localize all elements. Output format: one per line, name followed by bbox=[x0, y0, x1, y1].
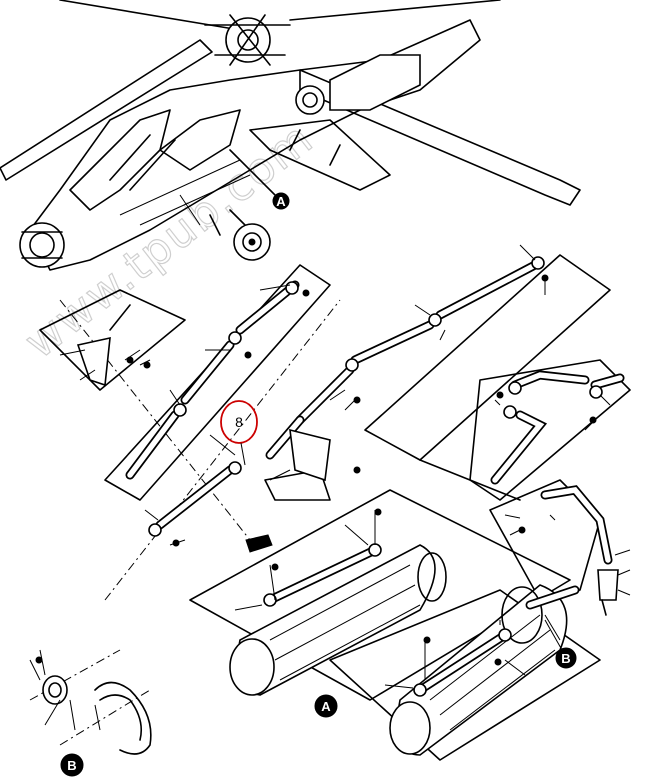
left-tube-assembly bbox=[39, 264, 341, 601]
right-fitting-assembly bbox=[469, 359, 631, 616]
detail-b-label-lower: B bbox=[67, 758, 76, 773]
detail-b-label-right: B bbox=[561, 651, 570, 666]
helicopter-outline bbox=[0, 0, 581, 271]
detail-b-marker-right: B bbox=[544, 619, 577, 669]
detail-a-marker-upper: A bbox=[272, 192, 290, 210]
lower-cylinder-assembly bbox=[329, 584, 601, 761]
center-tube-assembly bbox=[264, 244, 611, 501]
detail-a-label: A bbox=[276, 194, 286, 209]
item-8-callout: 8 bbox=[220, 400, 258, 466]
callout-highlight-circle bbox=[220, 400, 258, 444]
item-8-label: 8 bbox=[235, 414, 243, 430]
small-clamp-part bbox=[245, 534, 273, 553]
detail-a-marker-lower: A bbox=[314, 694, 338, 718]
detail-b-view bbox=[29, 649, 152, 755]
hardware-fasteners bbox=[35, 274, 597, 666]
upper-cylinder-assembly bbox=[189, 489, 571, 701]
detail-a-label-lower: A bbox=[321, 699, 331, 714]
detail-b-marker-lower: B bbox=[60, 753, 84, 777]
